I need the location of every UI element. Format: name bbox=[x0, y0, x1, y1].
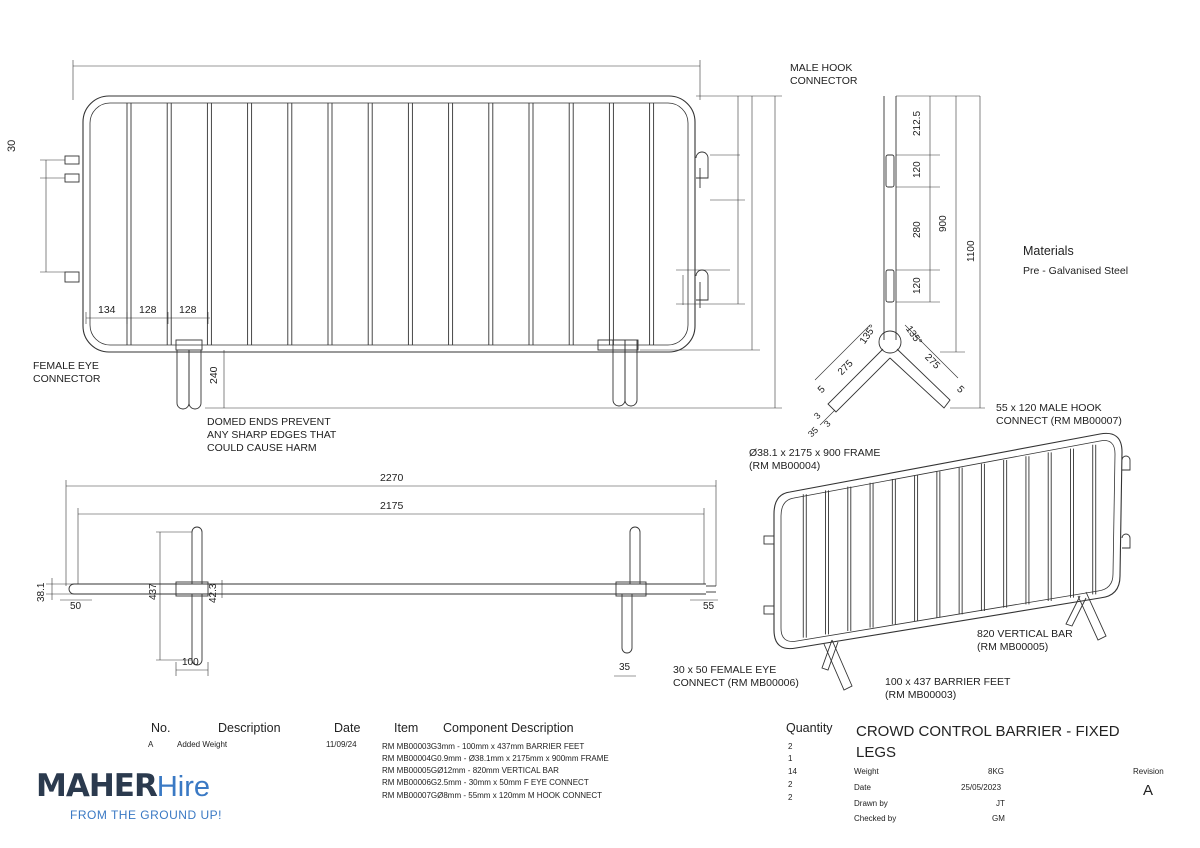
revision-header-no: No. bbox=[151, 721, 171, 735]
dim-42-3: 42.3 bbox=[208, 583, 219, 603]
logo-hire: Hire bbox=[156, 771, 211, 803]
dim-437: 437 bbox=[148, 583, 159, 600]
label-hook-connect: 55 x 120 MALE HOOK CONNECT (RM MB00007) bbox=[996, 402, 1122, 427]
drawing-title: CROWD CONTROL BARRIER - FIXED LEGS bbox=[856, 723, 1120, 761]
dim-100: 100 bbox=[182, 657, 199, 668]
revision-row-date: 11/09/24 bbox=[326, 740, 357, 749]
front-view-legs bbox=[175, 339, 639, 410]
side-view-dimension-lines bbox=[814, 95, 985, 426]
revision-header-date: Date bbox=[334, 721, 361, 735]
plan-view-dimension-lines bbox=[46, 480, 718, 677]
label-female-eye-connector: FEMALE EYE CONNECTOR bbox=[33, 360, 101, 385]
side-view-post bbox=[827, 96, 951, 413]
dim-212-5: 212.5 bbox=[912, 110, 923, 136]
iso-view-frame bbox=[773, 432, 1123, 650]
component-quantity: 1 bbox=[788, 754, 793, 763]
component-header-description: Component Description bbox=[443, 721, 574, 735]
dim-spacing-128-b: 128 bbox=[179, 304, 197, 316]
dim-spacing-134: 134 bbox=[98, 304, 116, 316]
label-domed-ends: DOMED ENDS PREVENT ANY SHARP EDGES THAT … bbox=[207, 416, 337, 454]
materials-title: Materials bbox=[1023, 244, 1074, 258]
component-row: RM MB00007GØ8mm - 55mm x 120mm M HOOK CO… bbox=[382, 791, 603, 800]
dim-120-bottom: 120 bbox=[912, 277, 923, 294]
revision-header-description: Description bbox=[218, 721, 281, 735]
dim-height-30: 30 bbox=[6, 139, 18, 152]
checked-by-value: GM bbox=[992, 814, 1005, 823]
dim-35-plan: 35 bbox=[619, 662, 631, 673]
label-male-hook-connector: MALE HOOK CONNECTOR bbox=[790, 62, 858, 87]
female-eye-connectors bbox=[64, 155, 80, 283]
dim-900: 900 bbox=[938, 215, 949, 232]
component-quantity: 2 bbox=[788, 742, 793, 751]
label-barrier-feet: 100 x 437 BARRIER FEET (RM MB00003) bbox=[885, 676, 1011, 701]
front-view-vertical-bars bbox=[126, 103, 655, 345]
company-logo: MAHERHire bbox=[36, 768, 210, 804]
front-view-frame bbox=[82, 95, 696, 353]
component-quantity: 2 bbox=[788, 780, 793, 789]
component-header-item: Item bbox=[394, 721, 419, 735]
dim-120-top: 120 bbox=[912, 161, 923, 178]
dim-1100: 1100 bbox=[966, 240, 977, 262]
component-row: RM MB00004G0.9mm - Ø38.1mm x 2175mm x 90… bbox=[382, 754, 609, 763]
component-row: RM MB00005GØ12mm - 820mm VERTICAL BAR bbox=[382, 766, 559, 775]
label-vertical-bar: 820 VERTICAL BAR (RM MB00005) bbox=[977, 628, 1073, 653]
dim-leg-240: 240 bbox=[208, 366, 220, 384]
male-hook-connectors bbox=[695, 151, 709, 308]
weight-label: Weight bbox=[854, 767, 879, 776]
iso-view-vertical-bars bbox=[802, 444, 1097, 638]
date-value: 25/05/2023 bbox=[961, 783, 1002, 792]
dim-2270: 2270 bbox=[380, 472, 404, 484]
dim-38-1: 38.1 bbox=[36, 582, 47, 602]
component-row: RM MB00006G2.5mm - 30mm x 50mm F EYE CON… bbox=[382, 778, 589, 787]
revision-label: Revision bbox=[1133, 767, 1164, 776]
checked-by-label: Checked by bbox=[854, 814, 897, 823]
component-row: RM MB00003G3mm - 100mm x 437mm BARRIER F… bbox=[382, 742, 585, 751]
front-view-dimension-lines bbox=[40, 60, 782, 409]
weight-value: 8KG bbox=[988, 767, 1005, 776]
date-label: Date bbox=[854, 783, 871, 792]
dim-spacing-128-a: 128 bbox=[139, 304, 157, 316]
dim-50: 50 bbox=[70, 601, 82, 612]
logo-tagline: FROM THE GROUND UP! bbox=[70, 808, 222, 822]
component-quantity: 14 bbox=[788, 767, 797, 776]
drawn-by-value: JT bbox=[996, 799, 1005, 808]
iso-view-legs bbox=[821, 591, 1107, 691]
component-header-quantity: Quantity bbox=[786, 721, 833, 735]
dim-55: 55 bbox=[703, 601, 715, 612]
logo-maher: MAHER bbox=[36, 768, 158, 804]
label-eye-connect: 30 x 50 FEMALE EYE CONNECT (RM MB00006) bbox=[673, 664, 799, 689]
revision-row-no: A bbox=[148, 740, 154, 749]
iso-view-connectors bbox=[763, 455, 1131, 615]
plan-view bbox=[68, 526, 716, 666]
component-quantity: 2 bbox=[788, 793, 793, 802]
revision-value: A bbox=[1143, 782, 1154, 799]
drawn-by-label: Drawn by bbox=[854, 799, 888, 808]
revision-row-description: Added Weight bbox=[177, 740, 228, 749]
materials-value: Pre - Galvanised Steel bbox=[1023, 265, 1129, 277]
dim-280: 280 bbox=[912, 221, 923, 238]
dim-2175: 2175 bbox=[380, 500, 404, 512]
label-frame: Ø38.1 x 2175 x 900 FRAME (RM MB00004) bbox=[749, 447, 881, 472]
